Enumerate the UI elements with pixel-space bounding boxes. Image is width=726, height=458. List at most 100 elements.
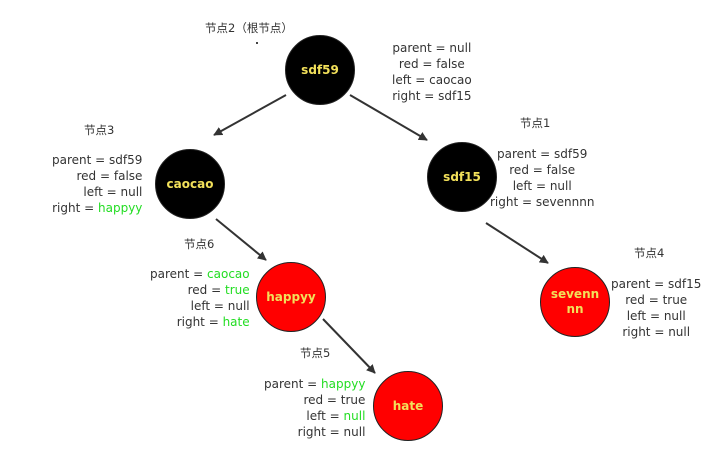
field-value: null	[449, 41, 472, 55]
node-caption-happyy: 节点6	[184, 237, 215, 251]
node-label: caocao	[167, 177, 214, 192]
field-value: hate	[222, 315, 250, 329]
field-key: left	[626, 309, 647, 323]
node-label-line: sdf59	[301, 62, 339, 77]
field-red: red = true	[611, 292, 701, 308]
field-equals: =	[210, 299, 228, 313]
node-label-line: caocao	[166, 176, 214, 191]
field-equals: =	[207, 283, 225, 297]
field-red: red = true	[150, 282, 250, 298]
node-label-line: happyy	[266, 289, 316, 304]
field-parent: parent = happyy	[264, 376, 365, 392]
field-value: sevennnn	[535, 195, 595, 209]
field-key: red	[398, 57, 419, 71]
field-value: null	[120, 185, 143, 199]
field-red: red = true	[264, 392, 365, 408]
node-label: hate	[393, 399, 424, 414]
field-key: red	[187, 283, 208, 297]
node-label-line: hate	[392, 398, 424, 413]
node-sdf15: sdf15	[427, 142, 497, 212]
field-value: null	[343, 409, 366, 423]
field-value: sdf15	[668, 277, 702, 291]
node-sdf59: sdf59	[285, 35, 355, 105]
node-caption-sdf15: 节点1	[520, 116, 551, 130]
field-key: left	[306, 409, 326, 423]
field-equals: =	[536, 147, 555, 161]
edge-sdf15-to-sevennnn	[485, 222, 549, 264]
field-equals: =	[532, 179, 550, 193]
node-label: sdf59	[301, 63, 339, 78]
field-parent: parent = sdf59	[490, 146, 594, 162]
field-right: right = sdf15	[392, 88, 472, 104]
field-value: false	[546, 163, 576, 177]
stray-dot	[256, 42, 258, 44]
field-equals: =	[650, 277, 669, 291]
field-value: false	[436, 57, 465, 71]
field-key: left	[392, 73, 412, 87]
node-caption-sevennnn: 节点4	[634, 246, 665, 260]
node-hate: hate	[373, 371, 443, 441]
field-left: left = null	[52, 184, 142, 200]
node-happyy: happyy	[256, 262, 326, 332]
field-equals: =	[411, 73, 430, 87]
field-left: left = null	[611, 308, 701, 324]
field-key: left	[512, 179, 533, 193]
field-right: right = sevennnn	[490, 194, 594, 210]
field-equals: =	[650, 325, 669, 339]
node-caocao: caocao	[155, 149, 225, 219]
field-right: right = null	[611, 324, 701, 340]
node-label-line: sevenn	[550, 287, 600, 301]
field-key: red	[303, 393, 324, 407]
field-right: right = null	[264, 424, 366, 440]
node-caption-sdf59: 节点2（根节点）	[205, 21, 293, 35]
field-value: false	[113, 169, 143, 183]
node-caption-caocao: 节点3	[84, 123, 115, 137]
field-key: right	[297, 425, 326, 439]
node-label-line: sdf15	[443, 169, 481, 184]
field-parent: parent = null	[392, 40, 472, 56]
node-label-line: nn	[566, 302, 584, 316]
field-red: red = false	[392, 56, 472, 72]
field-parent: parent = sdf15	[611, 276, 701, 292]
field-key: right	[176, 315, 205, 329]
field-key: right	[622, 325, 651, 339]
field-red: red = false	[52, 168, 143, 184]
field-value: null	[549, 179, 572, 193]
field-left: left = null	[264, 408, 365, 424]
field-equals: =	[518, 195, 536, 209]
field-parent: parent = sdf59	[52, 152, 142, 168]
field-value: true	[662, 293, 688, 307]
field-equals: =	[189, 267, 208, 281]
field-equals: =	[325, 409, 344, 423]
field-equals: =	[431, 41, 450, 55]
field-value: true	[340, 393, 366, 407]
field-equals: =	[102, 185, 121, 199]
field-equals: =	[644, 293, 663, 307]
field-key: left	[83, 185, 103, 199]
field-key: right	[52, 201, 81, 215]
node-label: sdf15	[443, 170, 481, 185]
field-value: true	[224, 283, 250, 297]
field-key: red	[509, 163, 529, 177]
node-caption-hate: 节点5	[300, 346, 331, 360]
edge-sdf59-to-sdf15	[349, 94, 428, 141]
field-key: right	[392, 89, 421, 103]
field-key: parent	[264, 377, 304, 391]
field-equals: =	[323, 393, 341, 407]
field-equals: =	[646, 309, 664, 323]
field-equals: =	[96, 169, 114, 183]
field-key: red	[76, 169, 97, 183]
field-value: caocao	[207, 267, 250, 281]
field-red: red = false	[490, 162, 594, 178]
field-key: parent	[52, 153, 92, 167]
field-equals: =	[325, 425, 344, 439]
field-left: left = null	[490, 178, 594, 194]
field-key: parent	[150, 267, 190, 281]
